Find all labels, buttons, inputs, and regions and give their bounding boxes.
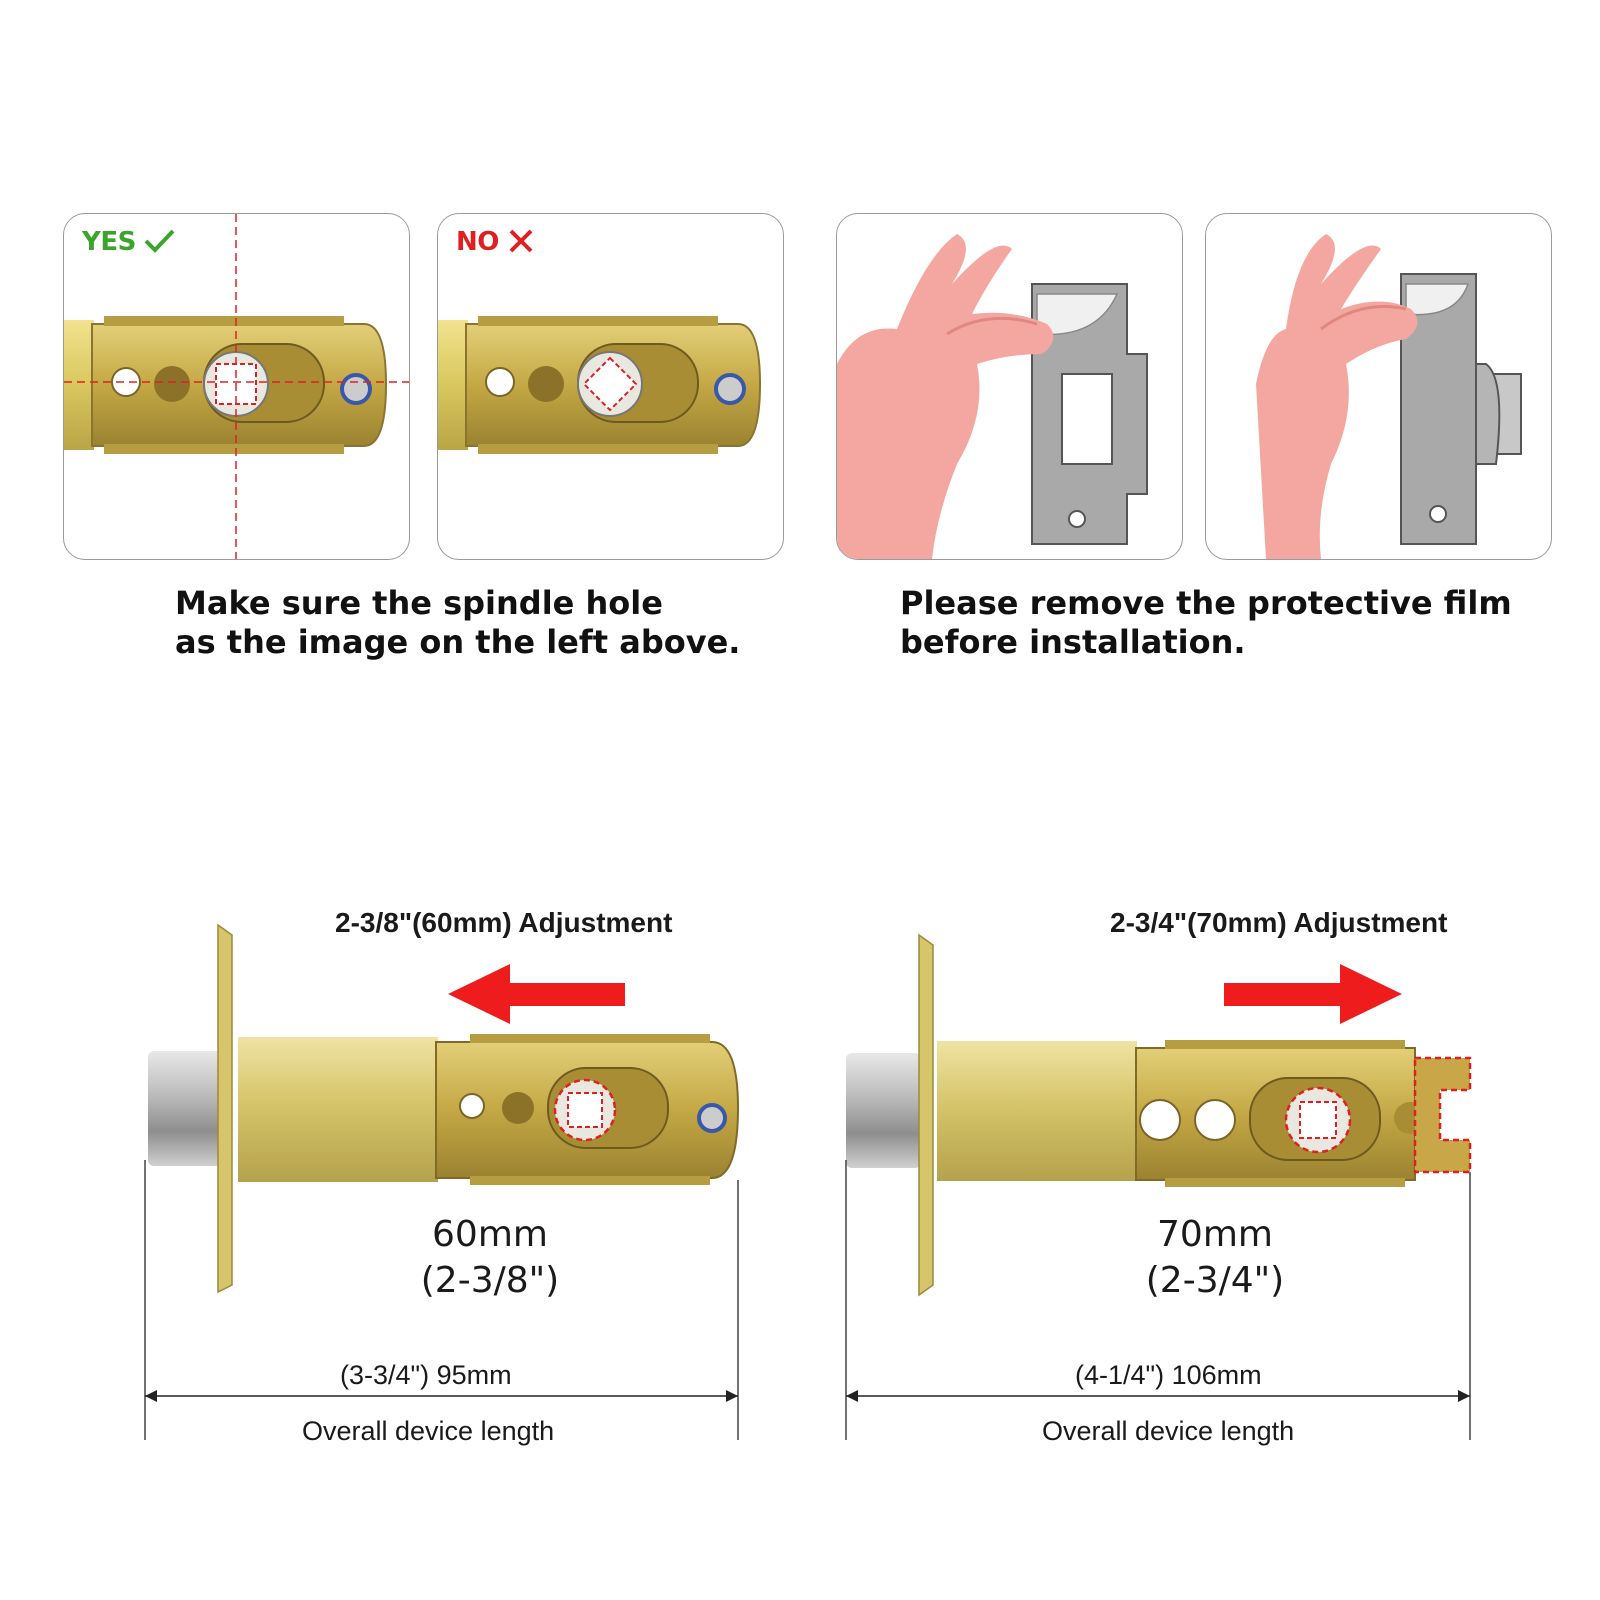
backset-70-metric: 70mm: [1157, 1214, 1273, 1255]
yes-label: YES: [82, 227, 136, 257]
no-label: NO: [456, 227, 499, 257]
latch-70mm: [846, 933, 1472, 1297]
left-arrow-icon: [448, 964, 625, 1024]
check-icon: [144, 229, 175, 253]
spindle-latch-wrong: [438, 316, 762, 454]
backset-70-label: 70mm (2-3/4"): [1115, 1212, 1315, 1304]
yes-verdict: YES: [82, 224, 178, 257]
panel-no: NO: [437, 213, 784, 560]
no-verdict: NO: [456, 224, 535, 257]
panel-film-strike: [836, 213, 1183, 560]
film-caption: Please remove the protective film before…: [900, 584, 1512, 662]
overall-70-value: (4-1/4") 106mm: [1075, 1360, 1262, 1390]
spindle-latch-correct: [64, 214, 409, 559]
backset-60-label: 60mm (2-3/8"): [390, 1212, 590, 1304]
panel-yes: YES: [63, 213, 410, 560]
adjustment-60-title: 2-3/8"(60mm) Adjustment: [335, 907, 673, 938]
spindle-caption: Make sure the spindle hole as the image …: [175, 584, 740, 662]
adjustment-70-title: 2-3/4"(70mm) Adjustment: [1110, 907, 1448, 938]
film-caption-line2: before installation.: [900, 623, 1246, 661]
overall-60-label: Overall device length: [302, 1416, 555, 1446]
panel-film-latch: [1205, 213, 1552, 560]
overall-70-label: Overall device length: [1042, 1416, 1295, 1446]
latch-60mm: [148, 923, 740, 1294]
backset-60-metric: 60mm: [432, 1214, 548, 1255]
backset-70-imperial: (2-3/4"): [1145, 1260, 1285, 1301]
cross-icon: [510, 229, 533, 253]
backset-60-imperial: (2-3/8"): [420, 1260, 560, 1301]
spindle-caption-line2: as the image on the left above.: [175, 623, 741, 661]
hand-icon: [837, 234, 1054, 559]
right-arrow-icon: [1224, 964, 1402, 1024]
overall-60-value: (3-3/4") 95mm: [340, 1360, 512, 1390]
spindle-caption-line1: Make sure the spindle hole: [175, 584, 663, 622]
film-caption-line1: Please remove the protective film: [900, 584, 1512, 622]
remove-film-latch-illustration: [1256, 234, 1522, 559]
remove-film-strike-illustration: [837, 234, 1148, 559]
